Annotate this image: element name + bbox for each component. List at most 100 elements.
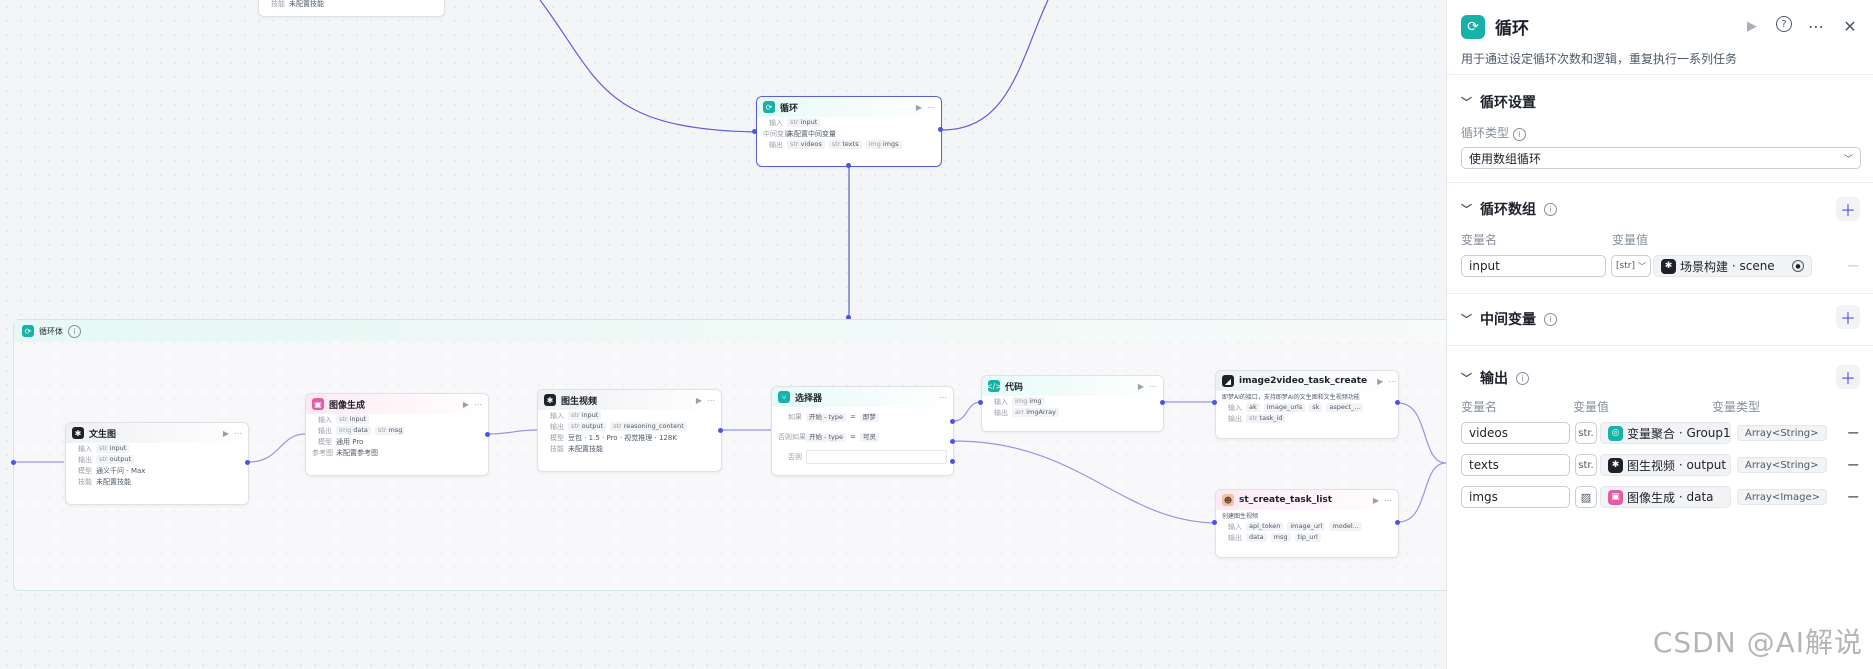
field-label: 模型: [550, 433, 564, 442]
selector-elif-port[interactable]: [950, 439, 955, 444]
more-icon[interactable]: ⋯: [474, 399, 482, 409]
more-icon[interactable]: ⋯: [1808, 16, 1824, 36]
edge-i2v-to-end: [1397, 402, 1446, 464]
model-value: 豆包 · 1.5 · Pro · 视觉推理 · 128K: [568, 433, 677, 442]
run-icon[interactable]: ▶: [222, 428, 229, 438]
run-icon[interactable]: ▶: [695, 395, 702, 405]
target-icon[interactable]: ●: [1792, 260, 1804, 272]
wensheng-out-port[interactable]: [245, 460, 250, 465]
run-icon[interactable]: ▶: [915, 102, 922, 112]
i2v-out-port[interactable]: [1395, 400, 1400, 405]
close-icon[interactable]: ✕: [1843, 16, 1857, 36]
divider: [1447, 345, 1873, 346]
output-name-input[interactable]: texts: [1461, 454, 1570, 476]
more-icon[interactable]: ⋯: [707, 395, 715, 405]
array-var-ref[interactable]: ✱场景构建 · scene ●: [1653, 255, 1812, 277]
help-icon[interactable]: ?: [1776, 16, 1792, 32]
selector-else-port[interactable]: [950, 459, 955, 464]
st-header: ☻ st_create_task_list ▶⋯: [1216, 490, 1398, 510]
loop-body-container[interactable]: ⟳ 循环体 i: [13, 319, 1446, 591]
output-value-ref[interactable]: ▣图像生成 · data: [1600, 486, 1731, 508]
output-name-input[interactable]: videos: [1461, 422, 1570, 444]
add-output-button[interactable]: ＋: [1836, 365, 1860, 389]
more-icon[interactable]: ⋯: [1384, 495, 1392, 505]
input-tag: model...: [1329, 522, 1362, 531]
loop-body-top-port[interactable]: [846, 315, 851, 320]
selector-if-port[interactable]: [950, 419, 955, 424]
loop-body-start-port[interactable]: [11, 460, 16, 465]
i2v-header: ◢ image2video_task_create ▶⋯: [1216, 371, 1398, 391]
st-in-port[interactable]: [1212, 520, 1217, 525]
i2v-title: image2video_task_create: [1239, 376, 1368, 386]
imggen-title: 图像生成: [329, 400, 366, 411]
selector-node[interactable]: ⑂ 选择器 ⋯ 如果开始 - type=即梦 否则如果开始 - type=可灵 …: [771, 386, 954, 476]
more-icon[interactable]: ⋯: [1388, 376, 1397, 386]
remove-array-item-button[interactable]: −: [1846, 256, 1860, 275]
chevron-down-icon: ﹀: [1461, 203, 1472, 216]
remove-output-button[interactable]: −: [1846, 455, 1860, 474]
section-loop-settings[interactable]: ﹀ 循环设置: [1461, 92, 1536, 112]
section-loop-array[interactable]: ﹀ 循环数组 i: [1461, 199, 1557, 219]
code-in-port[interactable]: [978, 400, 983, 405]
output-value-ref[interactable]: ◎变量聚合 · Group1: [1600, 422, 1731, 444]
add-intermediate-var-button[interactable]: ＋: [1836, 305, 1860, 329]
run-icon[interactable]: ▶: [462, 399, 469, 409]
st-plugin-node[interactable]: ☻ st_create_task_list ▶⋯ 创建图生视频 输入 api_t…: [1215, 489, 1399, 558]
more-icon[interactable]: ⋯: [1149, 381, 1157, 391]
code-out-port[interactable]: [1160, 400, 1165, 405]
loop-type-select[interactable]: 使用数组循环 ﹀: [1461, 147, 1861, 169]
remove-output-button[interactable]: −: [1846, 487, 1860, 506]
imggen-out-port[interactable]: [485, 432, 490, 437]
run-icon[interactable]: ▶: [1747, 18, 1757, 34]
top-node-skill-label: 技能: [271, 0, 285, 8]
loop-node-header: ⟳ 循环 ▶ ⋯: [757, 97, 941, 117]
output-type-select[interactable]: str.: [1575, 422, 1597, 444]
st-out-port[interactable]: [1395, 520, 1400, 525]
condition-source[interactable]: 开始 - type: [806, 432, 846, 442]
condition-value[interactable]: 可灵: [859, 432, 879, 442]
run-icon[interactable]: ▶: [1137, 381, 1144, 391]
condition-label: 否则如果: [778, 433, 806, 441]
add-array-button[interactable]: ＋: [1836, 197, 1860, 221]
array-var-name-input[interactable]: input: [1461, 255, 1606, 277]
output-type-select[interactable]: ▨: [1575, 486, 1597, 508]
section-output[interactable]: ﹀ 输出 i: [1461, 368, 1529, 388]
loop-output-port[interactable]: [938, 127, 943, 132]
section-title: 循环数组: [1480, 202, 1536, 218]
section-intermediate-vars[interactable]: ﹀ 中间变量 i: [1461, 309, 1557, 329]
array-var-type-select[interactable]: [str] ﹀: [1611, 255, 1651, 277]
st-title: st_create_task_list: [1239, 495, 1333, 505]
condition-value[interactable]: 即梦: [859, 412, 879, 422]
more-icon[interactable]: ⋯: [234, 428, 242, 438]
input-tag: image_url: [1287, 522, 1326, 531]
loop-mid-value: 未配置中间变量: [787, 129, 836, 138]
connection-lines: [14, 0, 1446, 524]
more-icon[interactable]: ⋯: [927, 102, 935, 112]
more-icon[interactable]: ⋯: [939, 392, 947, 402]
loop-input-label: 输入: [769, 118, 783, 127]
output-type-select[interactable]: str.: [1575, 454, 1597, 476]
remove-output-button[interactable]: −: [1846, 423, 1860, 442]
output-value-ref[interactable]: ✱图生视频 · output: [1600, 454, 1731, 476]
i2v-plugin-node[interactable]: ◢ image2video_task_create ▶⋯ 即梦AI的接口，支持即…: [1215, 370, 1399, 439]
loop-input-port[interactable]: [752, 129, 757, 134]
run-icon[interactable]: ▶: [1377, 376, 1384, 386]
run-icon[interactable]: ▶: [1372, 495, 1379, 505]
loop-bottom-port[interactable]: [846, 163, 851, 168]
imgvideo-out-port[interactable]: [718, 428, 723, 433]
panel-title: 循环: [1495, 19, 1529, 39]
output-name-input[interactable]: imgs: [1461, 486, 1570, 508]
field-label: 输入: [78, 444, 92, 453]
i2v-in-port[interactable]: [1212, 400, 1217, 405]
condition-source[interactable]: 开始 - type: [806, 412, 846, 422]
top-node[interactable]: 技能未配置技能: [258, 0, 445, 17]
